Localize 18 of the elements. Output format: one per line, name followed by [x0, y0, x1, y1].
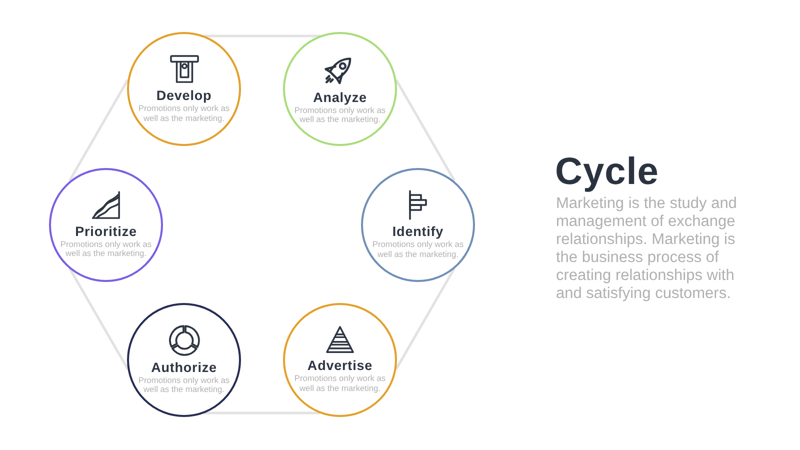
- step-description: Promotions only work as well as the marketing.: [59, 240, 153, 258]
- connector-line: [68, 268, 129, 370]
- step-description: Promotions only work as well as the marketing.: [137, 104, 231, 124]
- connector-line: [395, 79, 456, 182]
- connector-line: [395, 268, 456, 370]
- step-title: Advertise: [307, 358, 373, 374]
- step-title: Develop: [156, 88, 212, 104]
- step-description: Promotions only work as well as the marketing.: [293, 374, 387, 394]
- step-title: Prioritize: [75, 224, 137, 238]
- step-description: Promotions only work as well as the marketing.: [293, 106, 387, 125]
- description-paragraph: Marketing is the study and management of exchange relationships. Marketing is the business process of creating relationships with and satisfying customers.: [556, 195, 738, 303]
- step-title: Identify: [392, 224, 444, 239]
- step-description: Promotions only work as well as the marketing.: [137, 376, 231, 395]
- connector-line: [68, 79, 129, 182]
- step-title: Analyze: [313, 90, 367, 105]
- title-heading: Cycle: [555, 152, 659, 192]
- step-title: Authorize: [151, 360, 217, 375]
- step-description: Promotions only work as well as the marketing.: [371, 240, 465, 259]
